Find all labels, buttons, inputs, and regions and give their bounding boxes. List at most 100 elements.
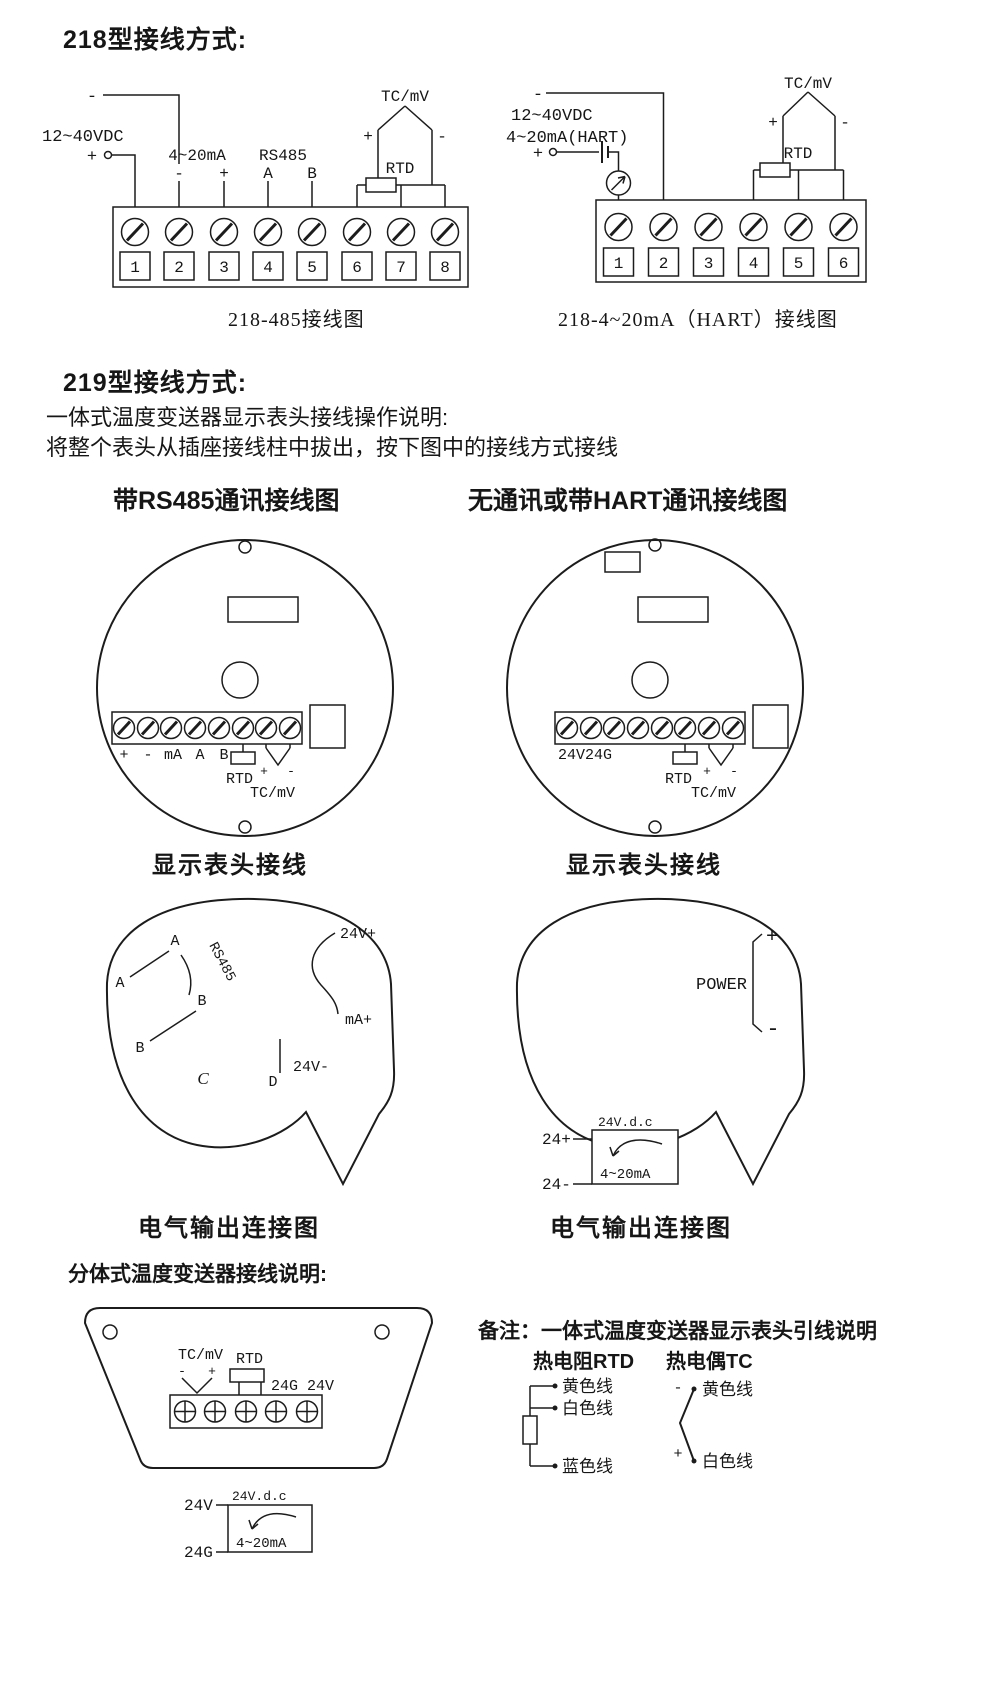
head-title-rs485: 带RS485通讯接线图 [113, 487, 340, 515]
center-button [221, 661, 259, 699]
caption-display-head-hart: 显示表头接线 [566, 852, 722, 879]
screw-terminal [386, 217, 416, 247]
pin-label-a: A [195, 747, 204, 764]
label-power-plus: + [766, 926, 778, 949]
label-power: POWER [696, 976, 747, 995]
display-window [227, 596, 299, 623]
diagram-218-hart: 1 2 3 4 5 6 - 12~40VDC 4~20mA(HART) [506, 75, 867, 283]
screw-terminal [231, 716, 255, 740]
screw-terminal [120, 217, 150, 247]
lead-dot [552, 1383, 558, 1389]
label-rtd-plus: + [260, 764, 268, 779]
pin-b-label: B [135, 1040, 144, 1057]
label-24vdc: 24V.d.c [598, 1115, 653, 1130]
caption-output-hart: 电气输出连接图 [550, 1215, 732, 1242]
label-24v-minus: 24V- [293, 1059, 329, 1076]
screw-terminal [579, 716, 603, 740]
notes-rtd-head: 热电阻RTD [533, 1351, 635, 1373]
label-24-plus: 24+ [542, 1131, 571, 1149]
screw-terminal [207, 716, 231, 740]
head-outline [506, 539, 804, 837]
screw-terminal [430, 217, 460, 247]
screw-terminal [295, 1400, 319, 1423]
label-24g-24v: 24G 24V [271, 1378, 334, 1395]
rtd-lead-diagram: 黄色线 白色线 蓝色线 [522, 1377, 613, 1476]
label-rs485: RS485 [205, 940, 239, 985]
terminal-number: 2 [659, 255, 669, 273]
rtd-legs [238, 1382, 262, 1395]
loop-arrow [248, 1513, 297, 1530]
screw-terminal [555, 716, 579, 740]
screw-terminal [650, 716, 674, 740]
terminal-block: 1 2 3 4 5 6 7 8 [112, 206, 469, 288]
mount-hole-bottom [238, 820, 252, 834]
terminal-number: 5 [794, 255, 804, 273]
screw-terminal [264, 1400, 288, 1423]
label-ma-plus: + [219, 165, 229, 183]
pin-d: D [268, 1074, 277, 1091]
terminal-number: 1 [614, 255, 624, 273]
instruction-line-2: 将整个表头从插座接线柱中拔出，按下图中的接线方式接线 [46, 435, 619, 460]
terminal-number: 3 [704, 255, 714, 273]
label-rs485: RS485 [259, 147, 307, 165]
loop-arrow [609, 1139, 663, 1157]
notes-tc-head: 热电偶TC [666, 1351, 753, 1373]
label-vdc-minus: - [87, 88, 97, 107]
pin-a-label: A [115, 975, 124, 992]
terminal-number: 5 [307, 259, 317, 277]
tc-junction [265, 747, 291, 767]
label-rtd: RTD [236, 1351, 263, 1368]
label-ma-plus: mA+ [345, 1012, 372, 1029]
resistor-symbol [759, 162, 791, 178]
label-vdc-plus: + [87, 148, 97, 167]
screw-terminal [254, 716, 278, 740]
terminal-number: 4 [749, 255, 759, 273]
wires [546, 91, 845, 200]
screw-terminal [164, 217, 194, 247]
terminal-number: 1 [130, 259, 140, 277]
pin-c: C [197, 1069, 209, 1088]
tc-element [678, 1388, 695, 1462]
label-rtd: RTD [386, 160, 415, 178]
base-outline [83, 1307, 434, 1469]
head-title-hart: 无通讯或带HART通讯接线图 [468, 487, 788, 515]
split-base-diagram: TC/mV - + RTD 24G 24V [83, 1307, 434, 1469]
screw-terminal [738, 212, 769, 242]
label-24v: 24V [184, 1497, 213, 1515]
lead-dot [552, 1463, 558, 1469]
label-tc-plus: + [363, 128, 373, 146]
terminal-numbers: 1 2 3 4 5 6 [602, 247, 860, 277]
label-b: B [307, 165, 317, 183]
plate-outline [515, 897, 806, 1187]
pin-arc [180, 954, 192, 996]
lead-dot [552, 1405, 558, 1411]
label-tc-plus: + [673, 1446, 682, 1463]
caption-output-rs485: 电气输出连接图 [138, 1215, 320, 1242]
sensor-symbols [230, 744, 291, 767]
terminal-number: 7 [396, 259, 406, 277]
loop-box [227, 1504, 313, 1553]
screw-terminal [648, 212, 679, 242]
diagram-218-485: 1 2 3 4 5 6 7 8 - 12~40VDC + 4~20mA - + … [42, 88, 469, 288]
screw-terminal [697, 716, 721, 740]
tc-fork [377, 105, 433, 185]
connector-block [309, 704, 346, 749]
title-split: 分体式温度变送器接线说明: [68, 1263, 327, 1286]
terminal-number: 3 [219, 259, 229, 277]
label-ma: 4~20mA [168, 147, 226, 165]
tc-junction [708, 747, 734, 767]
pin-label-minus: - [143, 747, 152, 764]
screw-terminal [626, 716, 650, 740]
mount-hole-left [102, 1324, 118, 1340]
screw-terminal [342, 217, 372, 247]
tc-junction [181, 1377, 213, 1395]
label-24g: 24G [184, 1544, 213, 1562]
tc-lead-diagram: - + 黄色线 白色线 [673, 1380, 753, 1471]
label-tcmv: TC/mV [250, 785, 295, 802]
label-ma-hart: 4~20mA(HART) [506, 129, 628, 148]
terminal-number: 4 [263, 259, 273, 277]
connector-block [752, 704, 789, 749]
label-tc-plus: + [208, 1364, 216, 1379]
screw-terminal [173, 1400, 197, 1423]
resistor-symbol [672, 751, 698, 765]
